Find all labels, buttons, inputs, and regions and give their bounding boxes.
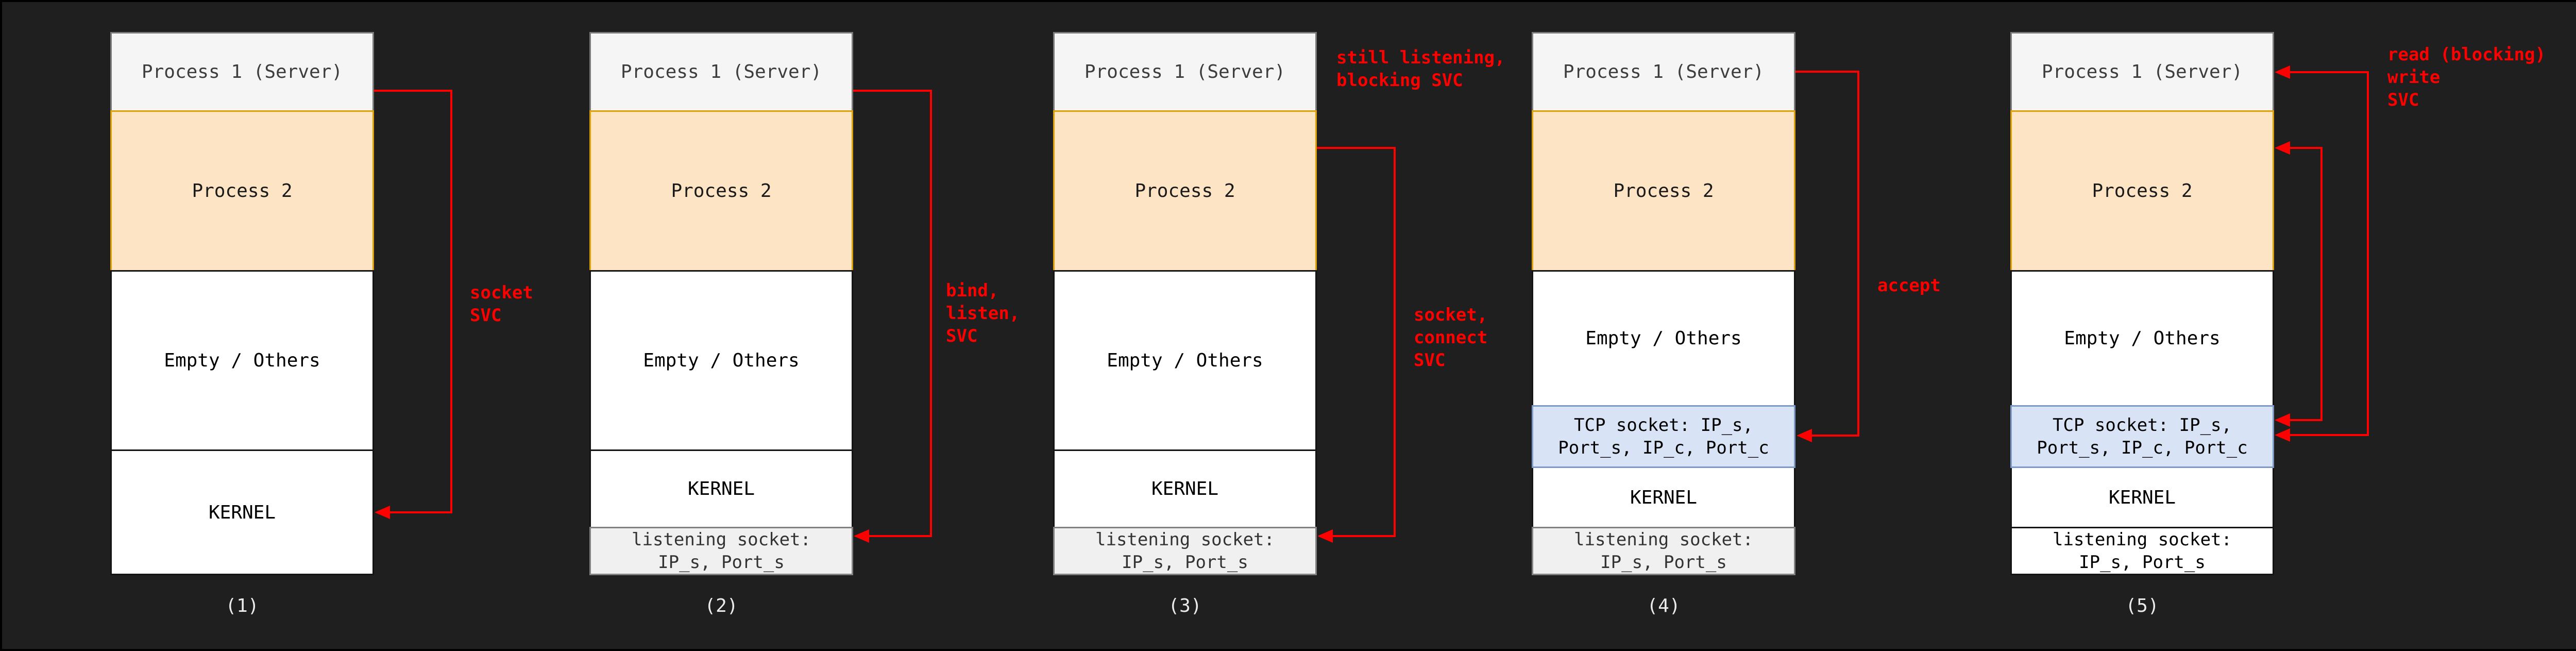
d2-arrow-top-segment <box>853 90 932 92</box>
d1-arrow-bottom-segment <box>388 511 452 513</box>
d2-arrowhead-into-listening-socket <box>854 529 869 543</box>
d3-empty-box: Empty / Others <box>1053 270 1317 451</box>
d2-process2-box: Process 2 <box>589 110 853 272</box>
d5-inner-arrow-bottom-segment <box>2290 419 2323 421</box>
d4-listening-socket-box: listening socket: IP_s, Port_s <box>1532 527 1795 575</box>
d5-outer-arrow-vertical-segment <box>2367 71 2369 436</box>
d3-arrowhead-into-listening-socket <box>1317 529 1333 543</box>
d5-process1-box: Process 1 (Server) <box>2010 32 2274 112</box>
d4-process2-box: Process 2 <box>1532 110 1795 272</box>
d5-outer-arrowhead-into-process1 <box>2275 65 2290 79</box>
d5-process2-box: Process 2 <box>2010 110 2274 272</box>
d1-empty-box: Empty / Others <box>110 270 374 451</box>
d4-arrow-bottom-segment <box>1810 435 1859 437</box>
d5-tcp-socket-box: TCP socket: IP_s, Port_s, IP_c, Port_c <box>2010 405 2274 468</box>
d5-arrow-label: read (blocking) write SVC <box>2387 44 2546 110</box>
d4-empty-box: Empty / Others <box>1532 270 1795 407</box>
d2-empty-box: Empty / Others <box>589 270 853 451</box>
d4-tcp-socket-box: TCP socket: IP_s, Port_s, IP_c, Port_c <box>1532 405 1795 468</box>
d5-inner-arrowhead-into-tcp-socket <box>2275 413 2290 427</box>
d2-listening-socket-box: listening socket: IP_s, Port_s <box>589 527 853 575</box>
d2-caption: (2) <box>704 595 738 616</box>
d4-arrow-top-segment <box>1795 71 1859 73</box>
d5-inner-arrow-top-segment <box>2290 147 2323 149</box>
d3-process1-box: Process 1 (Server) <box>1053 32 1317 112</box>
d4-caption: (4) <box>1647 595 1681 616</box>
d2-arrow-bottom-segment <box>868 535 932 537</box>
d5-kernel-box: KERNEL <box>2010 466 2274 528</box>
d4-kernel-box: KERNEL <box>1532 466 1795 528</box>
d2-arrow-label: bind, listen, SVC <box>946 280 1020 346</box>
d4-arrowhead-into-tcp-socket <box>1797 429 1812 442</box>
d5-empty-box: Empty / Others <box>2010 270 2274 407</box>
d5-outer-arrow-bottom-segment <box>2290 434 2369 436</box>
d1-process2-box: Process 2 <box>110 110 374 272</box>
d1-arrow-label: socket SVC <box>470 282 533 326</box>
d5-outer-arrowhead-into-tcp-socket <box>2275 428 2290 442</box>
d3-arrow-vertical-segment <box>1394 147 1396 537</box>
d4-arrow-label: accept <box>1877 275 1941 296</box>
d3-listening-socket-box: listening socket: IP_s, Port_s <box>1053 527 1317 575</box>
d3-arrow-label: socket, connect SVC <box>1414 305 1488 371</box>
d1-process1-box: Process 1 (Server) <box>110 32 374 112</box>
d2-kernel-box: KERNEL <box>589 449 853 528</box>
d5-listening-socket-box: listening socket: IP_s, Port_s <box>2010 527 2274 575</box>
d3-arrow-bottom-segment <box>1331 535 1396 537</box>
d3-process2-box: Process 2 <box>1053 110 1317 272</box>
d1-kernel-box: KERNEL <box>110 449 374 575</box>
d1-arrow-top-segment <box>374 90 452 92</box>
d3-arrow-top-segment <box>1317 147 1396 149</box>
d4-arrow-vertical-segment <box>1857 71 1859 437</box>
d1-arrow-vertical-segment <box>450 90 452 513</box>
d1-arrowhead-into-kernel <box>375 506 390 519</box>
d5-inner-arrow-vertical-segment <box>2320 147 2323 421</box>
d2-arrow-vertical-segment <box>930 90 932 537</box>
d5-inner-arrowhead-into-process2 <box>2275 141 2290 155</box>
d3-status-note: still listening, blocking SVC <box>1336 47 1505 91</box>
d3-kernel-box: KERNEL <box>1053 449 1317 528</box>
d4-process1-box: Process 1 (Server) <box>1532 32 1795 112</box>
d5-caption: (5) <box>2125 595 2159 616</box>
d5-outer-arrow-top-segment <box>2290 71 2369 73</box>
d2-process1-box: Process 1 (Server) <box>589 32 853 112</box>
d1-caption: (1) <box>225 595 259 616</box>
d3-caption: (3) <box>1168 595 1202 616</box>
